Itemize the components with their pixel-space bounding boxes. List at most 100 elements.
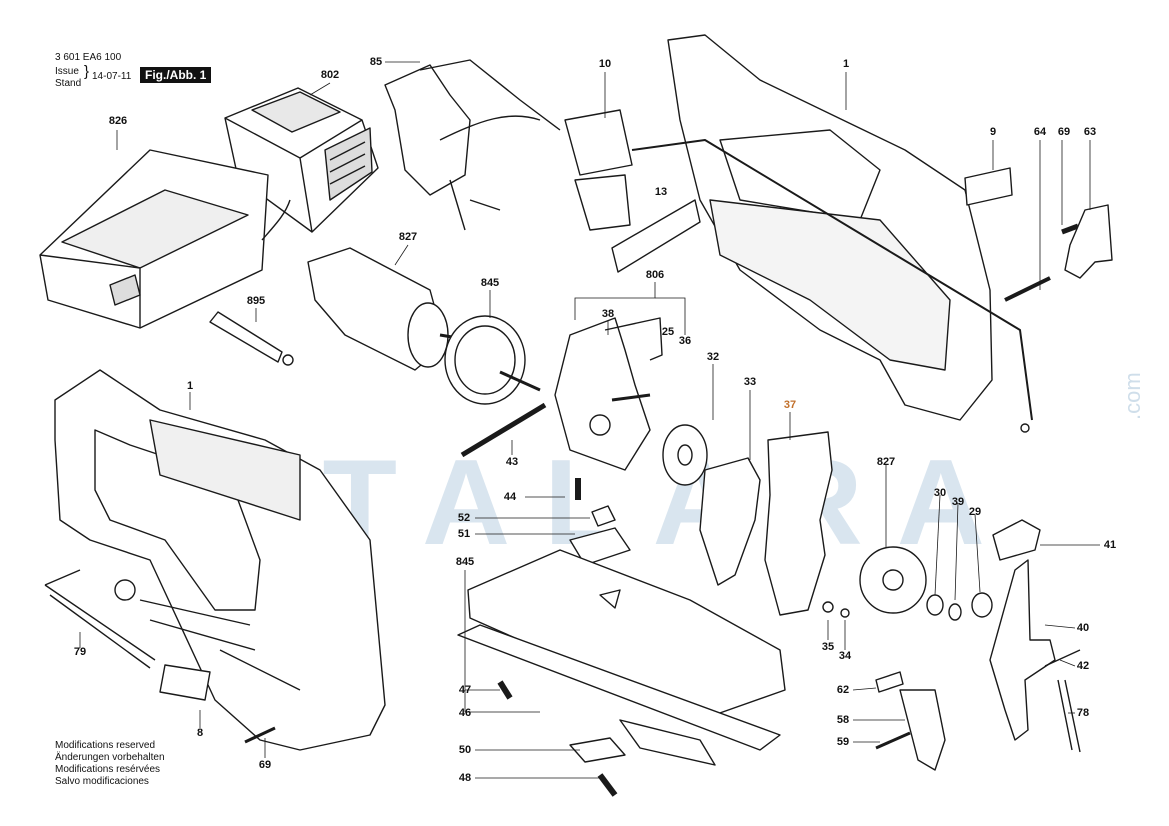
pin-59 xyxy=(875,731,911,750)
label-38: 38 xyxy=(601,308,615,320)
screw-69 xyxy=(244,726,276,744)
label-62: 63 xyxy=(1083,126,1097,138)
screw-48 xyxy=(597,773,618,797)
figure-label: Fig./Abb. 1 xyxy=(140,67,212,83)
plate-33 xyxy=(699,457,761,586)
clip-42 xyxy=(1044,649,1081,667)
label-69: 69 xyxy=(258,759,272,771)
label-59: 59 xyxy=(836,736,850,748)
note-en: Modifications reserved xyxy=(55,740,156,751)
gear-housing-826 xyxy=(554,317,663,471)
shoe-50 xyxy=(569,737,626,763)
label-35: 36 xyxy=(678,335,692,347)
note-de: Änderungen vorbehalten xyxy=(55,752,165,763)
label-806: 845 xyxy=(480,277,500,289)
switch-10 xyxy=(564,109,633,231)
label-9 xyxy=(964,167,1013,206)
label-47: 47 xyxy=(458,684,472,696)
label-42: 42 xyxy=(1076,660,1090,672)
hex-key-79 xyxy=(44,569,156,669)
label-58: 58 xyxy=(836,714,850,726)
lever-62 xyxy=(1064,204,1113,279)
label-plate-8 xyxy=(159,664,211,701)
note-fr: Modifications resérvées xyxy=(55,764,161,775)
label-44: 44 xyxy=(503,491,517,503)
washer-36 xyxy=(822,601,834,613)
label-33: 33 xyxy=(743,376,757,388)
base-plate-845 xyxy=(457,549,786,751)
label-41: 41 xyxy=(1103,539,1117,551)
pin-63 xyxy=(1004,276,1051,302)
label-1-right: 1 xyxy=(842,58,850,70)
charger-653 xyxy=(39,149,291,329)
label-826: 806 xyxy=(645,269,665,281)
label-10: 10 xyxy=(598,58,612,70)
label-48: 48 xyxy=(458,772,472,784)
bearing-29 xyxy=(971,592,993,618)
spring-78 xyxy=(1057,679,1081,753)
label-39: 39 xyxy=(951,496,965,508)
rod-43 xyxy=(460,402,547,458)
label-32: 32 xyxy=(706,351,720,363)
base-sole xyxy=(619,719,716,766)
label-9: 9 xyxy=(989,126,997,138)
label-40: 40 xyxy=(1076,622,1090,634)
grease-tube-895 xyxy=(209,311,294,366)
housing-half-right-1 xyxy=(667,34,993,421)
label-60: 62 xyxy=(836,684,850,696)
ring-39 xyxy=(948,603,962,621)
label-64: 69 xyxy=(1057,126,1071,138)
lever-58 xyxy=(899,689,946,771)
issue-date: 14-07-11 xyxy=(92,71,132,82)
label-34: 34 xyxy=(838,650,852,662)
label-36: 35 xyxy=(821,641,835,653)
housing-half-left-1 xyxy=(54,369,386,751)
label-52: 52 xyxy=(457,512,471,524)
label-46: 46 xyxy=(458,707,472,719)
label-51: 51 xyxy=(457,528,471,540)
label-651: 802 xyxy=(320,69,340,81)
washer-32 xyxy=(662,424,708,486)
holder-41 xyxy=(992,519,1041,561)
screw-47 xyxy=(497,680,513,700)
label-827: 827 xyxy=(876,456,896,468)
issue-label: Issue xyxy=(55,66,79,77)
label-30: 30 xyxy=(933,487,947,499)
label-802: 827 xyxy=(398,231,418,243)
bevel-gear-806 xyxy=(444,315,541,405)
label-895: 895 xyxy=(246,295,266,307)
ring-30 xyxy=(926,594,944,616)
modification-notes: Modifications reserved Änderungen vorbeh… xyxy=(55,740,165,788)
label-653: 826 xyxy=(108,115,128,127)
label-79: 79 xyxy=(73,646,87,658)
label-845: 845 xyxy=(455,556,475,568)
cover-13 xyxy=(611,199,701,273)
part-52 xyxy=(591,505,616,527)
label-85: 85 xyxy=(369,56,383,68)
label-63: 64 xyxy=(1033,126,1047,138)
leader-lines xyxy=(79,61,1100,779)
label-50: 50 xyxy=(458,744,472,756)
label-13: 13 xyxy=(654,186,668,198)
part-51 xyxy=(569,527,631,566)
note-es: Salvo modificaciones xyxy=(55,776,149,787)
clip-34 xyxy=(840,608,850,618)
label-25: 25 xyxy=(661,326,675,338)
brace: } xyxy=(84,63,90,80)
part-number: 3 601 EA6 100 xyxy=(55,52,122,63)
guide-37 xyxy=(764,431,833,616)
label-1-left: 1 xyxy=(186,380,194,392)
label-8: 8 xyxy=(196,727,204,739)
label-37: 37 xyxy=(783,399,797,411)
plunger-40 xyxy=(989,559,1056,741)
gear-827 xyxy=(859,546,927,614)
label-43: 43 xyxy=(505,456,519,468)
label-29: 29 xyxy=(968,506,982,518)
electronics-85 xyxy=(384,59,561,231)
label-78: 78 xyxy=(1076,707,1090,719)
stand-label: Stand xyxy=(55,78,82,89)
part-60 xyxy=(875,671,904,693)
screw-64 xyxy=(1061,223,1079,235)
